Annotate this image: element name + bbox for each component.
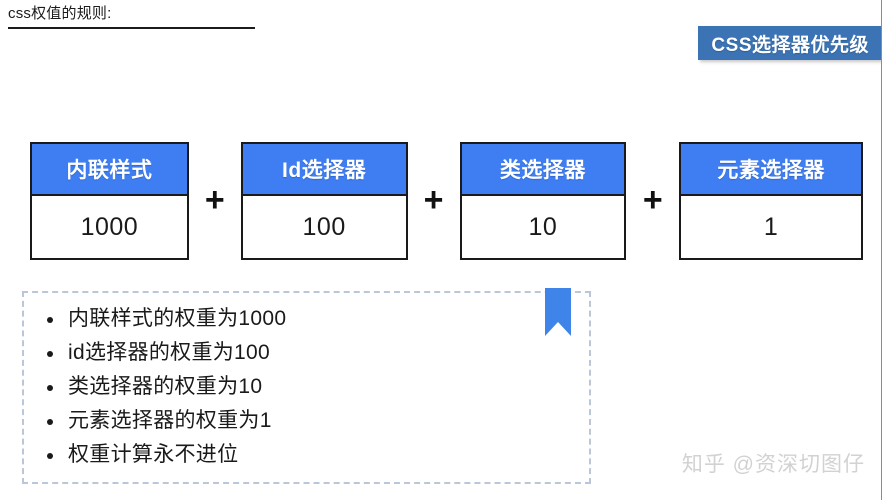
slide-frame-right-border	[881, 0, 882, 500]
plus-operator-1: +	[204, 181, 225, 219]
plus-operator-3: +	[642, 181, 663, 219]
plus-operator-2: +	[423, 181, 444, 219]
weight-box-value: 1000	[80, 212, 139, 241]
weight-box-value: 1	[763, 212, 779, 241]
rules-list: 内联样式的权重为1000 id选择器的权重为100 类选择器的权重为10 元素选…	[24, 293, 589, 472]
weight-box-inline-style: 内联样式 1000	[30, 142, 189, 260]
weight-box-id-selector: Id选择器 100	[240, 142, 408, 260]
selector-weight-formula: 内联样式 1000 + Id选择器 100 + 类选择器 10 + 元素选择器 …	[30, 142, 863, 260]
list-item: id选择器的权重为100	[42, 336, 589, 370]
weight-box-class-selector: 类选择器 10	[459, 142, 627, 260]
slide-right-margin	[882, 0, 893, 500]
weight-box-element-selector: 元素选择器 1	[679, 142, 863, 260]
weight-box-title: 元素选择器	[681, 144, 861, 196]
list-item: 类选择器的权重为10	[42, 370, 589, 404]
heading-underline	[8, 27, 255, 29]
rules-panel: 内联样式的权重为1000 id选择器的权重为100 类选择器的权重为10 元素选…	[22, 291, 591, 484]
bookmark-icon	[543, 288, 573, 336]
list-item: 元素选择器的权重为1	[42, 404, 589, 438]
list-item: 权重计算永不进位	[42, 438, 589, 472]
slide-heading: css权值的规则:	[8, 4, 870, 29]
weight-box-value: 100	[302, 212, 346, 241]
corner-badge-label: CSS选择器优先级	[711, 34, 869, 56]
weight-box-title: 类选择器	[461, 144, 625, 196]
weight-box-value: 10	[528, 212, 558, 241]
watermark: 知乎 @资深切图仔	[681, 453, 865, 476]
heading-text: css权值的规则:	[8, 5, 112, 22]
list-item: 内联样式的权重为1000	[42, 302, 589, 336]
weight-box-title: Id选择器	[242, 144, 406, 196]
weight-box-title: 内联样式	[32, 144, 187, 196]
corner-badge: CSS选择器优先级	[698, 26, 881, 60]
